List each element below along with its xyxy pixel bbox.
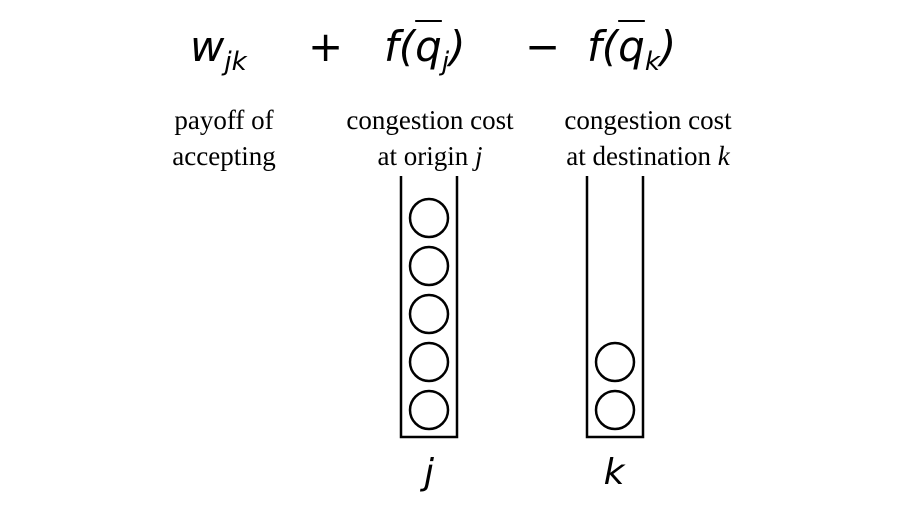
payoff-term: wjk <box>190 22 247 78</box>
queue-item <box>594 341 636 383</box>
payoff-label-line1: payoff of <box>174 105 274 135</box>
queue-tube <box>399 176 459 439</box>
queue-label-k: k <box>603 452 625 493</box>
destination-cost-label-line1: congestion cost <box>564 105 732 135</box>
plus-operator: + <box>308 22 344 71</box>
queue-item <box>408 341 450 383</box>
queue-item <box>408 245 450 287</box>
queue-item <box>408 197 450 239</box>
payoff-label-line2: accepting <box>172 141 276 171</box>
queue-destination-k <box>585 176 645 439</box>
destination-cost-label-line2: at destination k <box>566 141 730 171</box>
origin-cost-label-line1: congestion cost <box>346 105 514 135</box>
queue-origin-j <box>399 176 459 439</box>
minus-operator: − <box>525 22 561 71</box>
origin-cost-label-line2: at origin j <box>377 141 483 171</box>
queue-tube <box>585 176 645 439</box>
queue-item <box>408 389 450 431</box>
origin-cost-label: congestion cost at origin j <box>330 102 530 174</box>
queue-item <box>408 293 450 335</box>
queue-label-j: j <box>423 452 435 493</box>
queue-item <box>594 389 636 431</box>
origin-cost-term: f(qj) <box>384 22 466 78</box>
destination-cost-label: congestion cost at destination k <box>548 102 748 174</box>
payoff-label: payoff of accepting <box>156 102 292 174</box>
destination-cost-term: f(qk) <box>587 22 677 78</box>
